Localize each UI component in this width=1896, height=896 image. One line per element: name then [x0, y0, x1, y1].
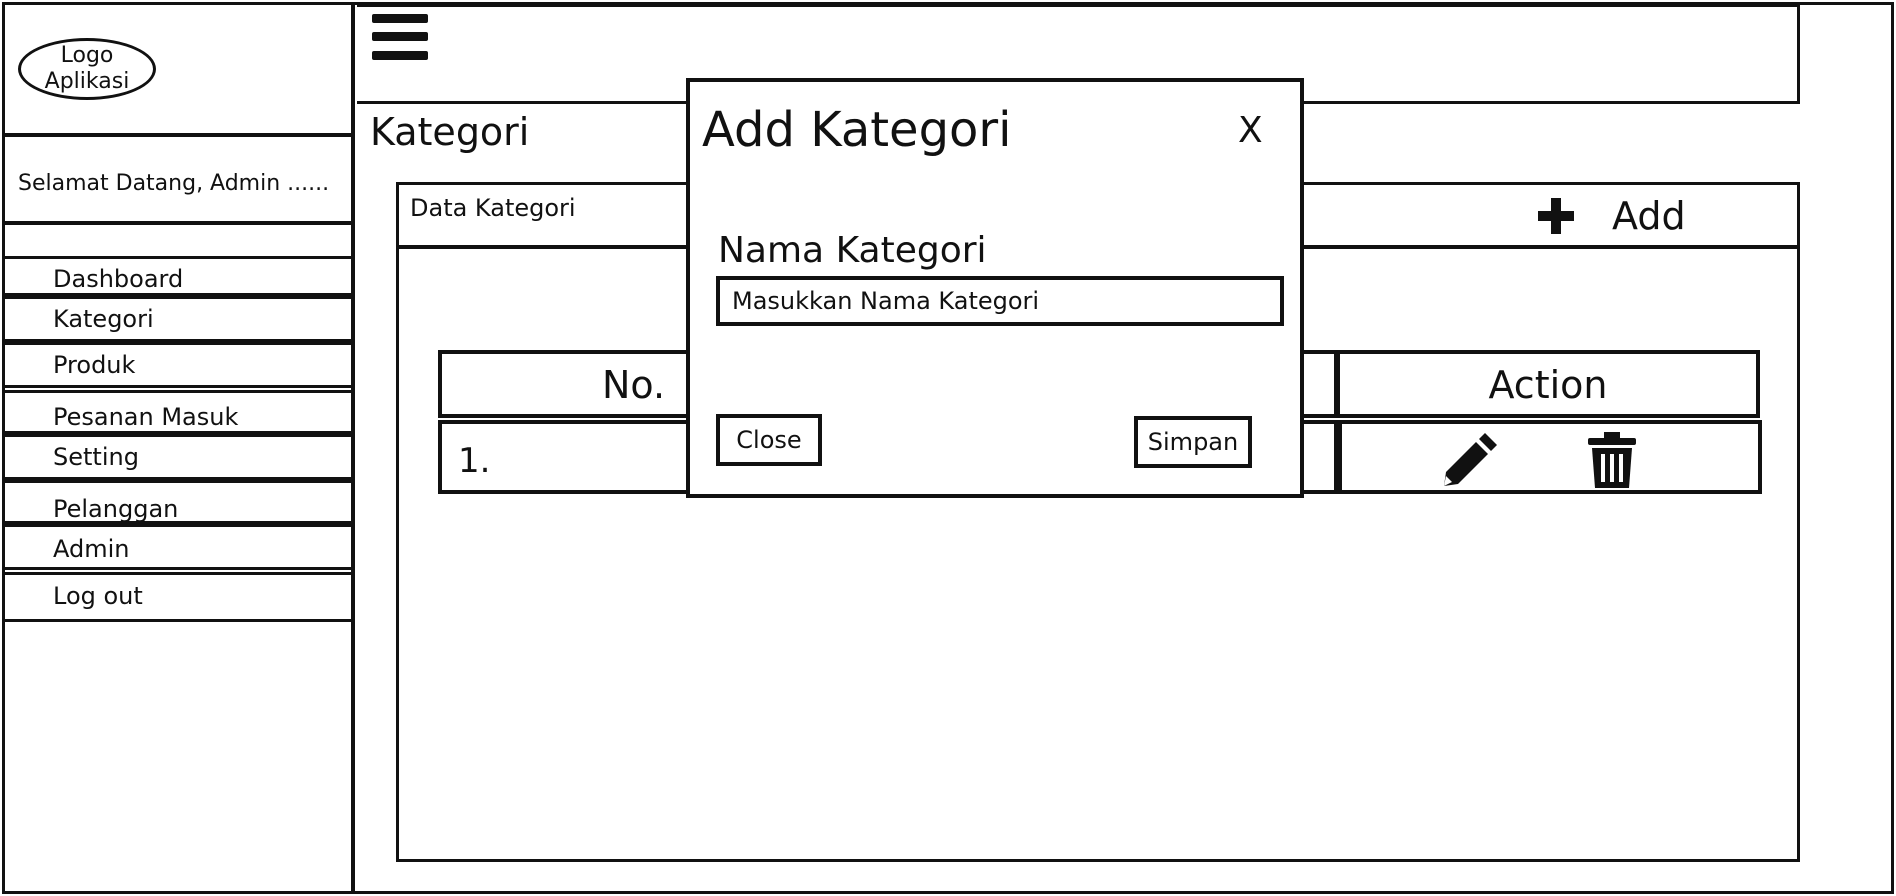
sidebar-item-label: Log out	[53, 582, 143, 610]
sidebar-item-label: Produk	[53, 351, 136, 379]
modal-title: Add Kategori	[702, 102, 1012, 158]
trash-icon[interactable]	[1586, 430, 1638, 490]
add-button[interactable]: Add	[1612, 194, 1686, 238]
sidebar-item-label: Pelanggan	[53, 495, 179, 523]
column-header-no: No.	[602, 363, 666, 407]
sidebar-item-produk[interactable]: Produk	[2, 342, 354, 388]
sidebar-item-admin[interactable]: Admin	[2, 524, 354, 570]
nama-kategori-label: Nama Kategori	[718, 230, 987, 271]
welcome-text: Selamat Datang, Admin ......	[2, 137, 355, 225]
sidebar-item-label: Dashboard	[53, 265, 184, 293]
plus-icon[interactable]	[1536, 196, 1576, 236]
column-header-action: Action	[1488, 363, 1608, 407]
row-number: 1.	[458, 441, 491, 481]
close-button[interactable]: Close	[716, 414, 822, 466]
table-row-actions	[1338, 420, 1762, 494]
sidebar-item-pelanggan[interactable]: Pelanggan	[2, 480, 354, 524]
sidebar-item-label: Admin	[53, 535, 130, 563]
logo-area	[2, 2, 355, 137]
sidebar-item-pesanan-masuk[interactable]: Pesanan Masuk	[2, 390, 354, 434]
sidebar-item-log-out[interactable]: Log out	[2, 572, 354, 622]
simpan-button[interactable]: Simpan	[1134, 416, 1252, 468]
sidebar-item-setting[interactable]: Setting	[2, 434, 354, 480]
sidebar-item-label: Kategori	[53, 305, 154, 333]
hamburger-icon[interactable]	[372, 12, 428, 62]
logo-line-2: Aplikasi	[44, 69, 130, 94]
app-logo[interactable]: Logo Aplikasi	[18, 38, 156, 100]
sidebar-item-kategori[interactable]: Kategori	[2, 296, 354, 342]
panel-title: Data Kategori	[410, 194, 576, 222]
modal-close-x-button[interactable]: X	[1238, 110, 1263, 151]
nama-kategori-input[interactable]	[716, 276, 1284, 326]
table-header-action: Action	[1336, 350, 1760, 418]
pencil-icon[interactable]	[1438, 432, 1498, 488]
sidebar-item-label: Setting	[53, 443, 139, 471]
logo-line-1: Logo	[60, 43, 114, 68]
page-title: Kategori	[370, 110, 530, 154]
sidebar-item-label: Pesanan Masuk	[53, 403, 239, 431]
sidebar-item-dashboard[interactable]: Dashboard	[2, 256, 354, 296]
